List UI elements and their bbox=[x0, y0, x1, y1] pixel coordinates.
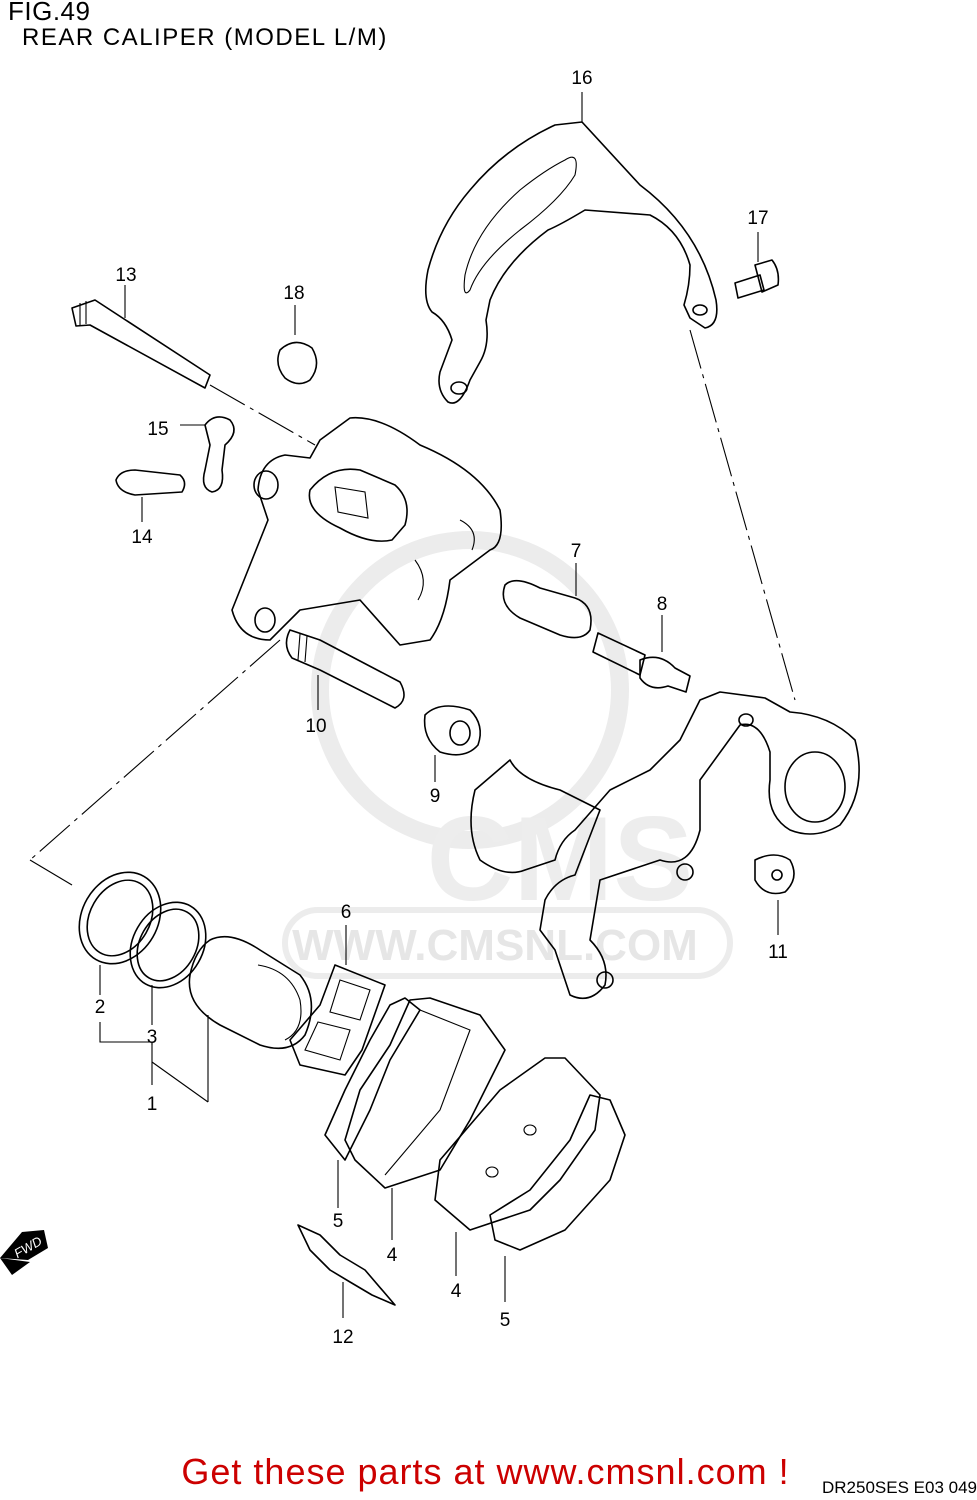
part-9-bushing bbox=[423, 705, 481, 782]
callout-5b: 5 bbox=[500, 1310, 511, 1331]
callout-4a: 4 bbox=[387, 1245, 398, 1266]
part-5-shim-right bbox=[485, 1094, 626, 1302]
callout-13: 13 bbox=[115, 265, 136, 286]
part-17-bolt bbox=[734, 232, 780, 299]
part-8-bolt bbox=[592, 615, 691, 693]
part-3-seal bbox=[129, 901, 207, 1025]
caliper-body bbox=[231, 416, 503, 646]
callout-11: 11 bbox=[768, 942, 788, 963]
figure-label: FIG.49 bbox=[8, 0, 91, 26]
part-13-pin bbox=[71, 285, 316, 446]
callout-14: 14 bbox=[131, 527, 153, 548]
callout-15: 15 bbox=[147, 419, 168, 440]
assembly-line-caliper-seals bbox=[29, 639, 281, 886]
callout-17: 17 bbox=[747, 208, 768, 229]
part-15-boot bbox=[180, 416, 235, 493]
callout-18: 18 bbox=[283, 283, 304, 304]
part-11-caliper-bracket bbox=[470, 691, 860, 1000]
part-2-seal bbox=[78, 871, 162, 995]
fwd-direction-arrow: FWD bbox=[0, 1230, 48, 1275]
cms-watermark: CMS WWW.CMSNL.COM bbox=[282, 531, 733, 979]
watermark-url: WWW.CMSNL.COM bbox=[292, 921, 698, 970]
promo-banner[interactable]: Get these parts at www.cmsnl.com ! bbox=[181, 1451, 790, 1492]
callout-4b: 4 bbox=[451, 1281, 462, 1302]
callout-6: 6 bbox=[341, 902, 352, 923]
part-14-bleeder bbox=[115, 469, 186, 522]
part-7-pin bbox=[502, 563, 592, 639]
part-16-bracket bbox=[424, 121, 718, 404]
part-18-cap bbox=[277, 305, 318, 385]
part-6-shim bbox=[289, 925, 386, 1076]
callout-labels: 1 2 3 4 4 5 5 6 7 8 9 10 11 12 13 14 15 … bbox=[95, 68, 788, 1348]
callout-12: 12 bbox=[332, 1327, 353, 1348]
part-10-slide-pin bbox=[285, 629, 405, 710]
callout-3: 3 bbox=[147, 1027, 158, 1048]
part-12-pad-spring bbox=[297, 1224, 396, 1318]
part-4-pad-left bbox=[344, 997, 506, 1240]
part-4-pad-right bbox=[434, 1057, 601, 1276]
part-1-piston bbox=[188, 935, 313, 1050]
callout-8: 8 bbox=[657, 594, 668, 615]
callout-1: 1 bbox=[147, 1094, 158, 1115]
callout-bracket-1 bbox=[99, 1015, 209, 1103]
callout-5a: 5 bbox=[333, 1211, 344, 1232]
callout-9: 9 bbox=[430, 786, 441, 807]
watermark-logo: CMS bbox=[427, 792, 694, 926]
figure-subtitle: REAR CALIPER (MODEL L/M) bbox=[22, 24, 388, 51]
callout-2: 2 bbox=[95, 997, 106, 1018]
callout-10: 10 bbox=[305, 716, 326, 737]
callout-7: 7 bbox=[571, 541, 582, 562]
diagram-reference-code: DR250SES E03 049 bbox=[822, 1478, 977, 1497]
callout-16: 16 bbox=[571, 68, 592, 89]
part-5-shim-left bbox=[324, 997, 421, 1208]
assembly-line-16-11 bbox=[689, 329, 796, 701]
